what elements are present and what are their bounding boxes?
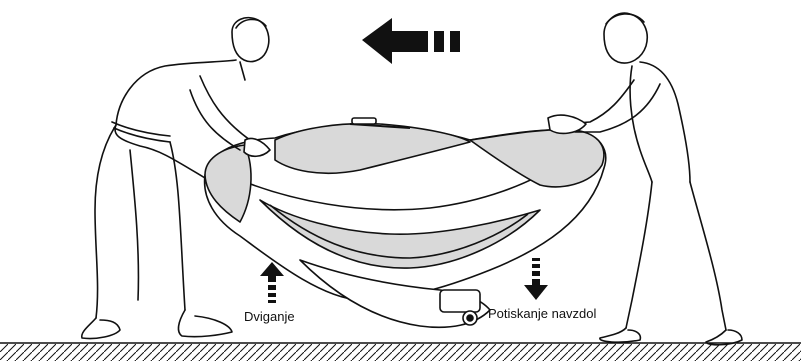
lift-label: Dviganje [244, 309, 295, 324]
arrow-down-icon [524, 258, 548, 300]
arrow-left-icon [362, 18, 460, 64]
push-down-label: Potiskanje navzdol [488, 306, 596, 321]
arrow-up-icon [260, 262, 284, 303]
floor [0, 343, 801, 361]
